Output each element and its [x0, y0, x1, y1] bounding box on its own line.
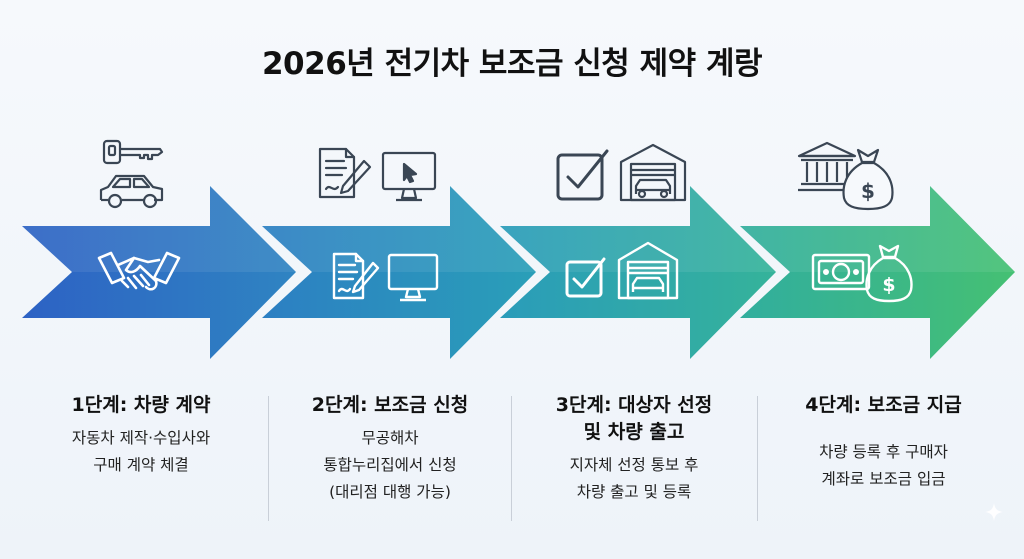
garage-icon: [617, 241, 679, 300]
garage-icon: [619, 143, 687, 202]
step-1-text: 1단계: 차량 계약 자동차 제작·수입사와 구매 계약 체결: [18, 392, 264, 479]
monitor-icon: [381, 151, 437, 202]
step-1-heading: 1단계: 차량 계약: [71, 394, 211, 416]
step-1-description: 자동차 제작·수입사와 구매 계약 체결: [18, 425, 264, 479]
sparkle-icon: [985, 503, 1003, 521]
document-pen-icon: [318, 147, 372, 199]
key-icon: [102, 139, 164, 165]
car-icon: [99, 174, 164, 209]
arrow-step-4: [740, 186, 1015, 359]
step-3-desc-line: 차량 출고 및 등록: [576, 483, 692, 501]
step-1-desc-line: 자동차 제작·수입사와: [71, 429, 211, 447]
step-4-description: 차량 등록 후 구매자 계좌로 보조금 입금: [761, 439, 1006, 493]
step-3-heading-line-2: 및 차량 출고: [583, 421, 685, 443]
step-3-description: 지자체 선정 통보 후 차량 출고 및 등록: [515, 452, 753, 506]
svg-text:$: $: [861, 179, 875, 203]
step-4-heading: 4단계: 보조금 지급: [805, 394, 962, 416]
step-1-desc-line: 구매 계약 체결: [93, 456, 189, 474]
divider: [511, 396, 512, 521]
divider: [268, 396, 269, 521]
money-bag-icon: $: [865, 244, 913, 303]
step-3-desc-line: 지자체 선정 통보 후: [569, 456, 699, 474]
step-2-description: 무공해차 통합누리집에서 신청 (대리점 대행 가능): [272, 425, 508, 506]
step-2-text: 2단계: 보조금 신청 무공해차 통합누리집에서 신청 (대리점 대행 가능): [272, 392, 508, 506]
step-4-text: 4단계: 보조금 지급 차량 등록 후 구매자 계좌로 보조금 입금: [761, 392, 1006, 493]
arrow-step-1: [22, 186, 296, 359]
divider: [757, 396, 758, 521]
handshake-icon: [97, 251, 181, 291]
step-4-desc-line: 차량 등록 후 구매자: [819, 443, 948, 461]
step-2-desc-line: (대리점 대행 가능): [329, 483, 451, 501]
step-2-heading: 2단계: 보조금 신청: [311, 394, 469, 416]
money-bag-icon: $: [842, 148, 894, 211]
svg-text:$: $: [882, 274, 895, 296]
page-title: 2026년 전기차 보조금 신청 제약 계랑: [261, 46, 763, 82]
monitor-icon: [387, 253, 439, 302]
step-4-desc-line: 계좌로 보조금 입금: [821, 470, 946, 488]
document-pen-icon: [332, 252, 380, 300]
step-2-desc-line: 무공해차: [361, 429, 419, 447]
step-3-text: 3단계: 대상자 선정 및 차량 출고 지자체 선정 통보 후 차량 출고 및 …: [515, 392, 753, 506]
step-2-desc-line: 통합누리집에서 신청: [323, 456, 457, 474]
arrow-step-2: [262, 186, 536, 359]
checkbox-icon: [556, 149, 609, 201]
step-3-heading: 3단계: 대상자 선정: [555, 394, 713, 416]
checkbox-icon: [565, 257, 606, 298]
